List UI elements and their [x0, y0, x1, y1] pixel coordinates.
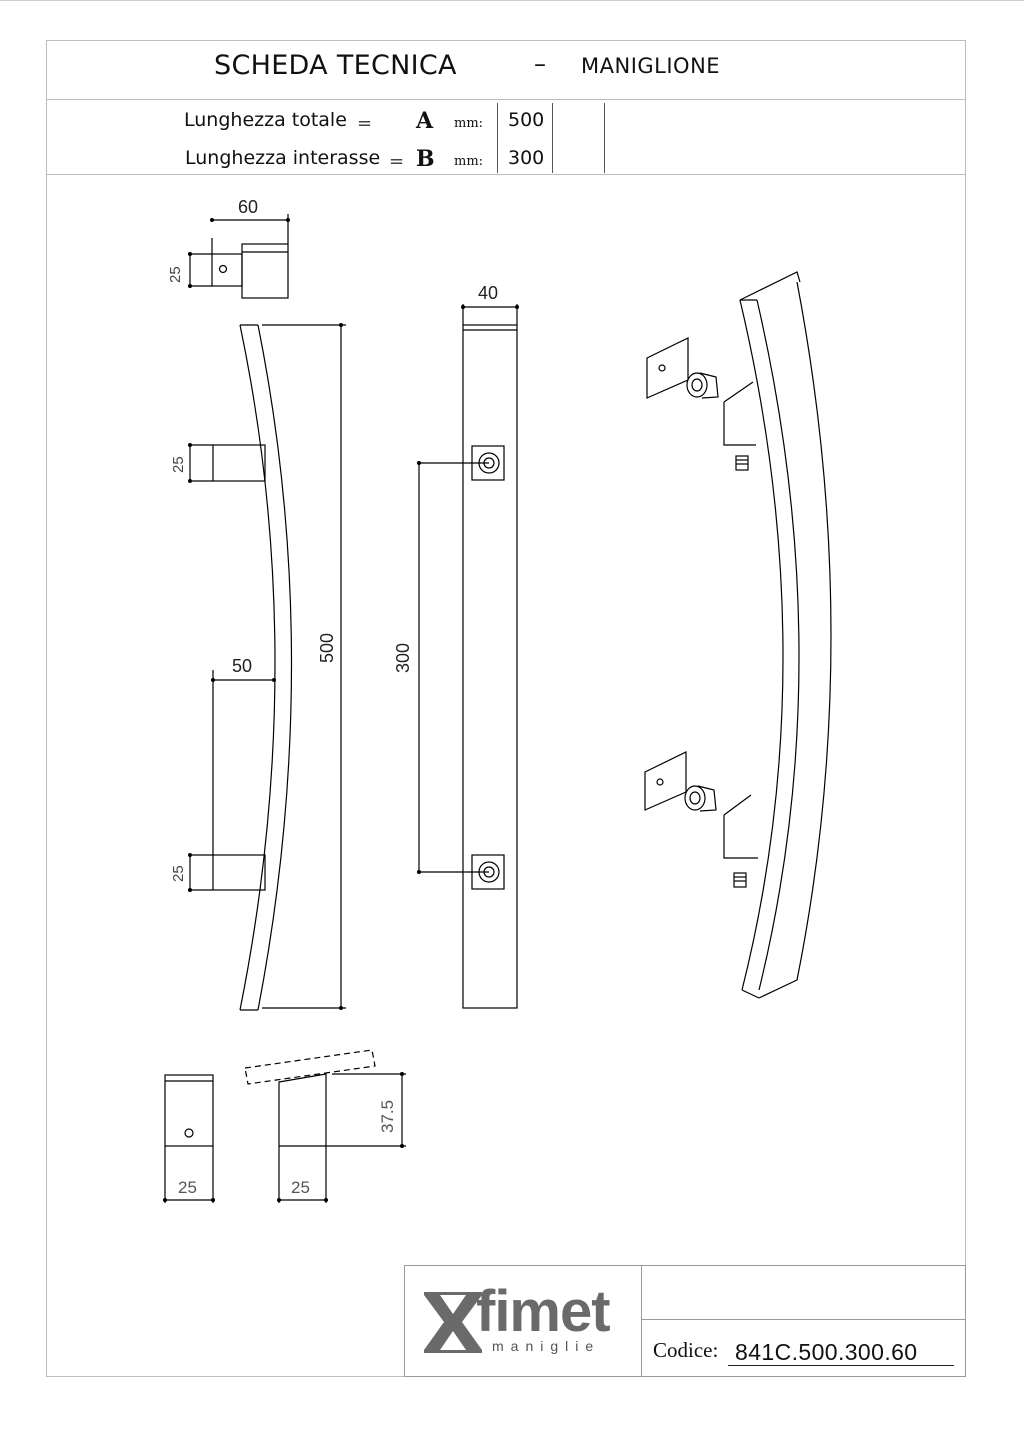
- top-view-hole: [218, 264, 228, 274]
- iso-plate-top: [646, 337, 689, 399]
- top-view-post: [211, 253, 243, 287]
- fimet-logo-text: fimet: [476, 1279, 611, 1344]
- title-row: SCHEDA TECNICA – MANIGLIONE: [46, 40, 966, 100]
- spec-divider-2: [552, 103, 553, 173]
- title-block: [404, 1265, 966, 1377]
- spec-value-b: 300: [508, 147, 545, 169]
- title-block-divider: [641, 1265, 642, 1377]
- spec-unit-a: mm:: [454, 116, 484, 131]
- spec-letter-b: B: [416, 146, 435, 172]
- spec-letter-a: A: [416, 108, 434, 134]
- sheet-title: SCHEDA TECNICA: [214, 50, 457, 81]
- fimet-logo-mark: [424, 1292, 482, 1353]
- side-post-bottom: [212, 854, 266, 891]
- code-label: Codice:: [653, 1338, 719, 1362]
- iso-plate-bottom: [644, 751, 687, 811]
- page-top-rule: [0, 0, 1024, 1]
- product-type: MANIGLIONE: [581, 54, 721, 78]
- detail-side-post: [278, 1073, 327, 1147]
- dim-center-distance: 300: [393, 643, 413, 673]
- code-value: 841C.500.300.60: [735, 1339, 918, 1365]
- spec-equals-interaxis: =: [389, 151, 405, 172]
- isometric-view: [644, 271, 832, 999]
- dim-detail-front: 25: [178, 1178, 197, 1197]
- dim-side-post-bottom: 25: [170, 865, 187, 882]
- detail-bar-phantom: [244, 1049, 376, 1085]
- spec-label-interaxis: Lunghezza interasse: [185, 147, 381, 169]
- spec-value-a: 500: [508, 109, 545, 131]
- front-bar: [462, 324, 518, 1009]
- dim-side-post-top: 25: [170, 456, 187, 473]
- dim-detail-side: 25: [291, 1178, 310, 1197]
- fimet-logo-subtext: maniglie: [492, 1338, 601, 1354]
- top-view-bar: [241, 243, 289, 299]
- spec-label-total: Lunghezza totale: [184, 109, 347, 131]
- iso-screw-top: [686, 372, 708, 398]
- iso-grub-top: [735, 455, 749, 471]
- side-bar-outer: [239, 324, 276, 1011]
- spec-divider-1: [497, 103, 498, 173]
- side-post-top: [212, 444, 266, 482]
- dim-front-width: 40: [478, 283, 498, 303]
- code-underline: [728, 1365, 954, 1366]
- iso-grub-bottom: [733, 872, 747, 888]
- title-block-rule: [641, 1319, 966, 1320]
- dim-top-width: 60: [238, 197, 258, 217]
- dim-detail-height: 37.5: [378, 1100, 397, 1133]
- side-view: [188, 323, 346, 1011]
- detail-views: [163, 1049, 406, 1203]
- iso-bar-front: [739, 299, 784, 991]
- title-separator: –: [534, 50, 546, 78]
- side-bar-inner: [257, 324, 293, 1011]
- dim-top-depth: 25: [167, 266, 184, 283]
- spec-equals-total: =: [357, 113, 373, 134]
- front-view: [417, 304, 519, 1009]
- detail-front-post: [164, 1074, 214, 1147]
- dim-total-length: 500: [317, 633, 337, 663]
- spec-unit-b: mm:: [454, 154, 484, 169]
- top-view: [188, 214, 290, 299]
- dim-side-offset: 50: [232, 656, 252, 676]
- iso-screw-bottom: [684, 785, 706, 811]
- spec-divider-3: [604, 103, 605, 173]
- spec-table: Lunghezza totale = A mm: 500 Lunghezza i…: [46, 100, 966, 175]
